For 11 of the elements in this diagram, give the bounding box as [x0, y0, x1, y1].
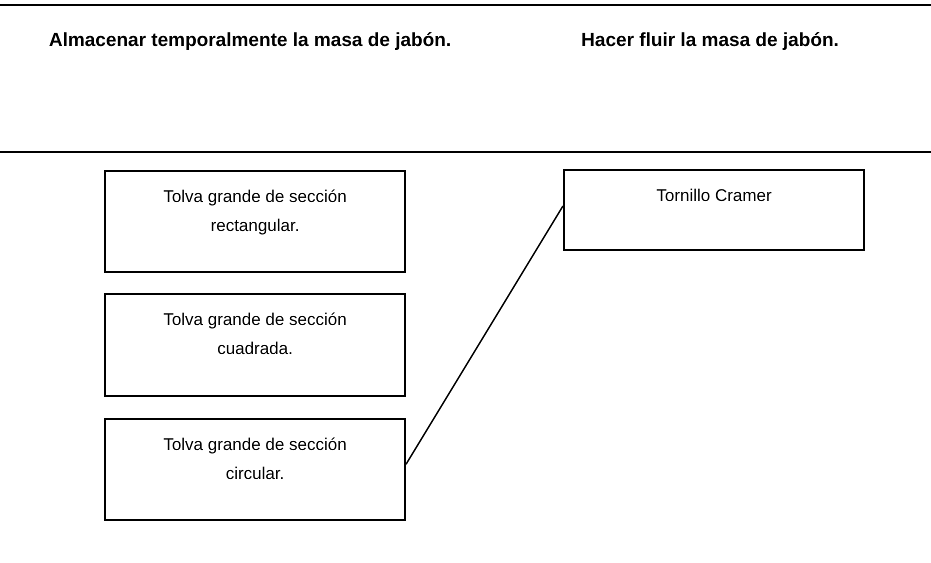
connector-line: [405, 205, 564, 465]
box-text: Tolva grande de sección circular.: [162, 434, 348, 485]
box-text: Tolva grande de sección cuadrada.: [162, 309, 348, 360]
box-text: Tolva grande de sección rectangular.: [162, 186, 348, 237]
process-box: [104, 293, 406, 397]
column-heading: Hacer fluir la masa de jabón.: [580, 29, 840, 53]
column-heading: Almacenar temporalmente la masa de jabón.: [48, 29, 452, 53]
process-box: [104, 418, 406, 521]
process-box: [563, 169, 865, 251]
box-text: Tornillo Cramer: [655, 185, 773, 207]
process-box: [104, 170, 406, 273]
